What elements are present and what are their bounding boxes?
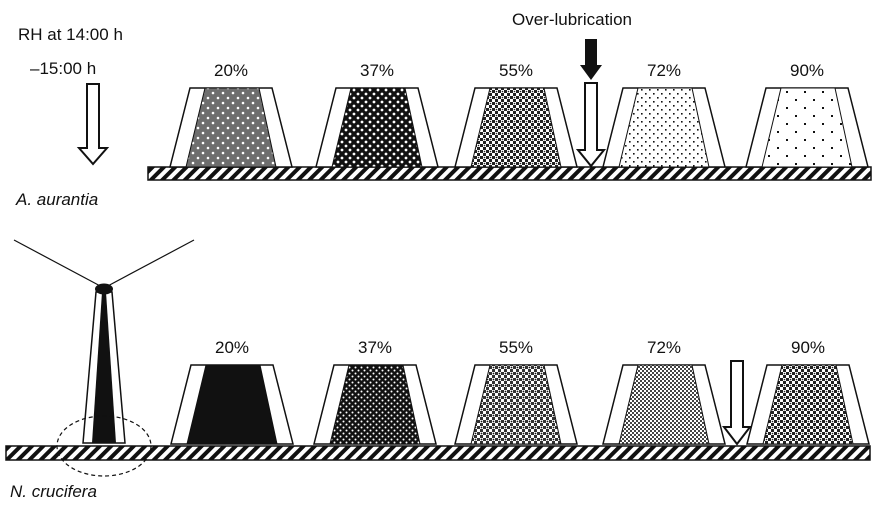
row-a-aurantia: A. aurantia 20% 37% 55% 72% 90% [15, 61, 869, 209]
droplet-90: 90% [745, 61, 869, 168]
down-arrow-outline-icon [721, 360, 753, 446]
humidity-label: 37% [360, 61, 394, 80]
over-lubrication-label: Over-lubrication [512, 10, 632, 29]
humidity-label: 20% [214, 61, 248, 80]
web-strand-icon [13, 239, 195, 477]
row-n-crucifera: N. crucifera 20% 37% 55% 72% 90% [10, 338, 870, 501]
down-arrow-solid-icon [580, 39, 602, 80]
droplet-90: 90% [746, 338, 870, 445]
rh-label-line2: –15:00 h [30, 59, 96, 78]
droplet-20: 20% [169, 61, 293, 168]
humidity-label: 90% [790, 61, 824, 80]
droplet-37: 37% [315, 61, 439, 168]
down-arrow-outline-icon [76, 83, 110, 166]
humidity-label: 55% [499, 61, 533, 80]
species-label: N. crucifera [10, 482, 97, 501]
droplet-55: 55% [454, 338, 578, 445]
humidity-label: 72% [647, 61, 681, 80]
droplet-37: 37% [313, 338, 437, 445]
humidity-label: 90% [791, 338, 825, 357]
substrate-bar-bottom [5, 445, 871, 461]
down-arrow-outline-icon [575, 82, 607, 168]
droplet-20: 20% [170, 338, 294, 445]
rh-label-line1: RH at 14:00 h [18, 25, 123, 44]
humidity-label: 55% [499, 338, 533, 357]
humidity-label: 72% [647, 338, 681, 357]
humidity-label: 20% [215, 338, 249, 357]
substrate-bar-top [147, 166, 872, 181]
droplet-72: 72% [602, 61, 726, 168]
species-label: A. aurantia [15, 190, 98, 209]
humidity-label: 37% [358, 338, 392, 357]
droplet-55: 55% [454, 61, 578, 168]
droplet-72: 72% [602, 338, 726, 445]
contact-zone-outline [56, 415, 152, 477]
